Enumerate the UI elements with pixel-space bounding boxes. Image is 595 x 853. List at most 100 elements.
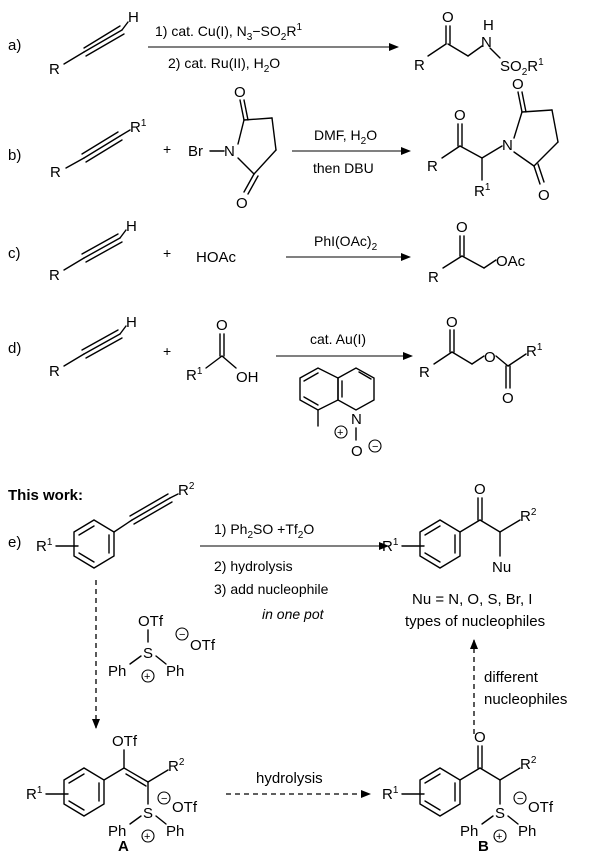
intermediate-B-S: S bbox=[495, 805, 505, 822]
acid-OH: OH bbox=[236, 369, 259, 386]
alkyne-d-H: H bbox=[126, 314, 137, 331]
intermediate-B-O: O bbox=[474, 729, 486, 746]
alkyne-a-H: H bbox=[128, 9, 139, 26]
catalyst-O: O bbox=[351, 443, 363, 460]
intermediate-A-minus-sign: − bbox=[161, 793, 167, 805]
sulfonium-reagent: OTf S Ph Ph + − OTf bbox=[108, 613, 216, 683]
intermediate-B: R1 O R2 S Ph Ph + − OTf B bbox=[382, 729, 554, 853]
acid-O: O bbox=[216, 317, 228, 334]
cond-e-4: in one pot bbox=[262, 606, 325, 622]
product-c-OAc: OAc bbox=[496, 253, 526, 270]
final-product: R1 O R2 Nu bbox=[382, 481, 537, 576]
intermediate-A-plus-sign: + bbox=[144, 831, 150, 843]
product-b: R O R1 N O O bbox=[427, 76, 559, 204]
intermediate-B-counter-OTf: OTf bbox=[528, 799, 554, 816]
intermediate-B-Ph-left: Ph bbox=[460, 823, 478, 840]
alkyne-b-R1: R1 bbox=[130, 118, 147, 136]
reaction-e: e) R1 R2 1) Ph2SO +Tf2O 2) hydrolysis 3)… bbox=[8, 481, 545, 630]
product-a-N: N bbox=[481, 34, 492, 51]
reaction-d: d) R H + R1 O OH cat. Au(I) bbox=[8, 314, 543, 460]
intermediate-B-label: B bbox=[478, 838, 489, 853]
cond-c: PhI(OAc)2 bbox=[314, 233, 378, 253]
reagent-plus-sign: + bbox=[144, 671, 150, 683]
reagent-minus-sign: − bbox=[179, 629, 185, 641]
reaction-b: b) R R1 + Br N O O DM bbox=[8, 76, 559, 212]
reagent-Ph-left: Ph bbox=[108, 663, 126, 680]
product-b-O-bottom: O bbox=[538, 187, 550, 204]
alkyne-a-R: R bbox=[49, 61, 60, 78]
product-b-R: R bbox=[427, 158, 438, 175]
product-d: R O O O R1 bbox=[419, 314, 543, 407]
final-product-R2: R2 bbox=[520, 507, 537, 525]
acid-R1: R1 bbox=[186, 366, 203, 384]
cond-b-1: DMF, H2O bbox=[314, 127, 377, 147]
alkyne-c-R: R bbox=[49, 267, 60, 284]
product-b-O: O bbox=[454, 107, 466, 124]
row-b-label: b) bbox=[8, 147, 21, 164]
final-product-Nu: Nu bbox=[492, 559, 511, 576]
cond-b-2: then DBU bbox=[313, 160, 374, 176]
row-a-label: a) bbox=[8, 37, 21, 54]
product-a-H: H bbox=[483, 17, 494, 34]
product-b-O-top: O bbox=[512, 76, 524, 93]
quinoline-n-oxide: N O + − bbox=[299, 367, 382, 460]
alkyne-d: R H bbox=[49, 314, 137, 380]
row-e-label: e) bbox=[8, 534, 21, 551]
reagent-Ph-right: Ph bbox=[166, 663, 184, 680]
intermediate-B-Ph-right: Ph bbox=[518, 823, 536, 840]
alkyne-b-R: R bbox=[50, 164, 61, 181]
plus-b: + bbox=[163, 141, 171, 157]
cond-e-1: 1) Ph2SO +Tf2O bbox=[214, 521, 314, 541]
row-d-label: d) bbox=[8, 340, 21, 357]
alkyne-d-R: R bbox=[49, 363, 60, 380]
cond-a-2: 2) cat. Ru(II), H2O bbox=[168, 55, 280, 75]
hydrolysis-label: hydrolysis bbox=[256, 770, 323, 787]
intermediate-A-label: A bbox=[118, 838, 129, 853]
nbs-O-top: O bbox=[234, 84, 246, 101]
reagent-OTf: OTf bbox=[138, 613, 164, 630]
final-product-R1: R1 bbox=[382, 537, 399, 555]
nbs-Br: Br bbox=[188, 143, 203, 160]
final-product-O: O bbox=[474, 481, 486, 498]
catalyst-N: N bbox=[351, 411, 362, 428]
row-c-label: c) bbox=[8, 245, 21, 262]
nu-scope-line-1: Nu = N, O, S, Br, I bbox=[412, 591, 532, 608]
product-c-O: O bbox=[456, 219, 468, 236]
cond-a-1: 1) cat. Cu(I), N3−SO2R1 bbox=[155, 22, 302, 43]
product-b-R1: R1 bbox=[474, 182, 491, 200]
alkyne-c-H: H bbox=[126, 218, 137, 235]
this-work-heading: This work: bbox=[8, 487, 83, 504]
product-b-N: N bbox=[502, 137, 513, 154]
catalyst-minus-sign: − bbox=[372, 441, 378, 453]
cond-d: cat. Au(I) bbox=[310, 331, 366, 347]
cond-e-2: 2) hydrolysis bbox=[214, 558, 293, 574]
reagent-S: S bbox=[143, 645, 153, 662]
product-d-R1: R1 bbox=[526, 342, 543, 360]
intermediate-A-S: S bbox=[143, 805, 153, 822]
reaction-a: a) R H 1) cat. Cu(I), N3−SO2R1 2) cat. R… bbox=[8, 9, 544, 78]
reagent-counter-OTf: OTf bbox=[190, 637, 216, 654]
intermediate-A: R1 OTf R2 S Ph Ph + − OTf A bbox=[26, 733, 198, 853]
alkyne-a: R H bbox=[49, 9, 139, 78]
product-a-O: O bbox=[442, 9, 454, 26]
aryl-alkyne-R2: R2 bbox=[178, 481, 195, 499]
intermediate-A-Ph-left: Ph bbox=[108, 823, 126, 840]
nbs: Br N O O bbox=[188, 84, 277, 212]
cond-e-3: 3) add nucleophile bbox=[214, 581, 329, 597]
reaction-c: c) R H + HOAc PhI(OAc)2 R O OAc bbox=[8, 218, 526, 286]
aryl-alkyne: R1 R2 bbox=[36, 481, 195, 569]
product-d-O-bottom: O bbox=[502, 390, 514, 407]
nbs-N: N bbox=[224, 143, 235, 160]
alkyne-b: R R1 bbox=[50, 118, 147, 181]
intermediate-A-OTf: OTf bbox=[112, 733, 138, 750]
aryl-alkyne-R1: R1 bbox=[36, 537, 53, 555]
product-d-O-ester: O bbox=[484, 349, 496, 366]
product-c-R: R bbox=[428, 269, 439, 286]
alkyne-c: R H bbox=[49, 218, 137, 284]
product-c: R O OAc bbox=[428, 219, 526, 286]
different-label-2: nucleophiles bbox=[484, 691, 567, 708]
intermediate-A-R2: R2 bbox=[168, 757, 185, 775]
different-label-1: different bbox=[484, 669, 539, 686]
intermediate-B-R2: R2 bbox=[520, 755, 537, 773]
